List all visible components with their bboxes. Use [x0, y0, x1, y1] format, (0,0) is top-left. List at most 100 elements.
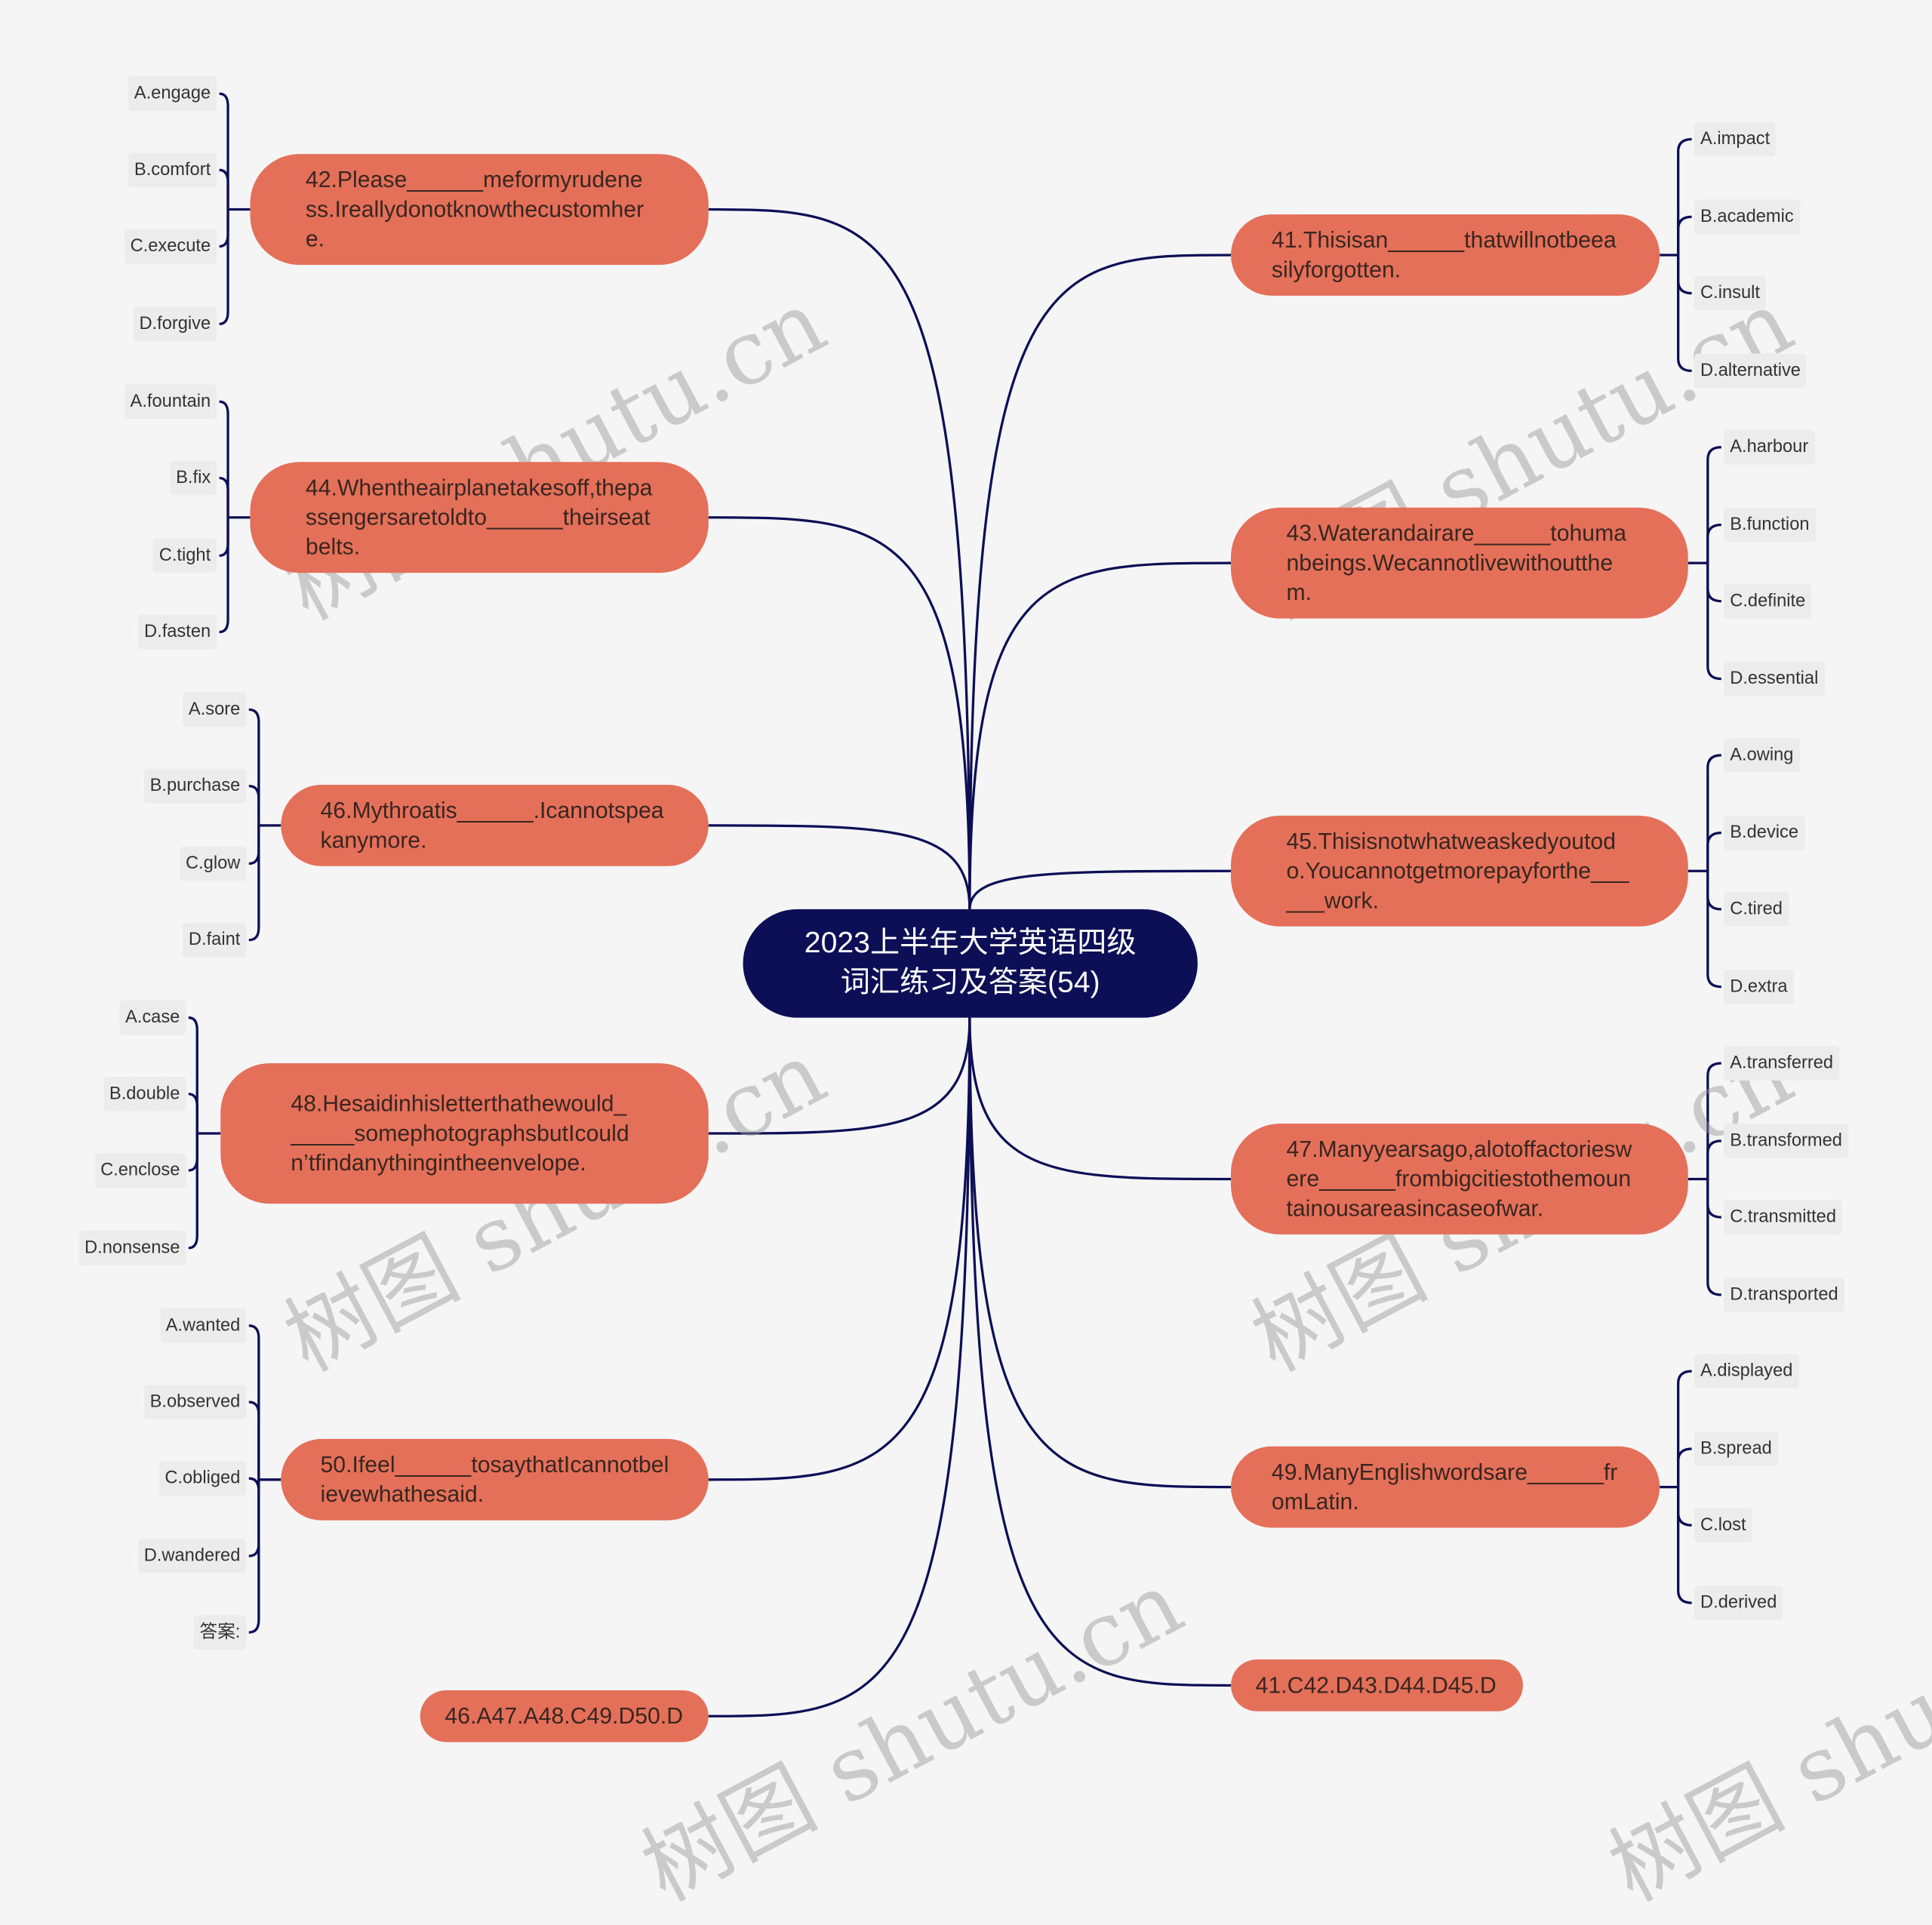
option-label[interactable]: D.faint: [182, 922, 247, 958]
central-topic[interactable]: 2023上半年大学英语四级词汇练习及答案(54): [743, 909, 1198, 1018]
connector-line: [1706, 446, 1721, 564]
question-text: 44.Whentheairplanetakesoff,thepassengers…: [305, 474, 653, 560]
question-node[interactable]: 43.Waterandairare______tohumanbeings.Wec…: [1231, 507, 1688, 619]
option-label[interactable]: C.tight: [152, 538, 217, 574]
connector-line: [188, 1093, 198, 1134]
question-node[interactable]: 41.Thisisan______thatwillnotbeeasilyforg…: [1231, 214, 1660, 296]
connector-line: [219, 517, 229, 557]
option-label[interactable]: C.definite: [1724, 583, 1812, 619]
option-label[interactable]: A.case: [118, 1000, 186, 1035]
question-text: 41.C42.D43.D44.D45.D: [1255, 1671, 1497, 1698]
question-node[interactable]: 46.Mythroatis______.Icannotspeakanymore.: [281, 784, 709, 866]
option-label[interactable]: B.comfort: [128, 152, 217, 188]
question-text: 47.Manyyearsago,alotoffactorieswere_____…: [1286, 1136, 1632, 1221]
connector-line: [1706, 563, 1721, 681]
option-label[interactable]: C.enclose: [94, 1153, 186, 1188]
connector-line: [188, 1016, 198, 1134]
option-label[interactable]: B.device: [1724, 815, 1805, 850]
option-label[interactable]: C.tired: [1724, 892, 1789, 927]
option-label[interactable]: A.engage: [128, 76, 217, 111]
connector-line: [1706, 754, 1721, 872]
option-label[interactable]: A.sore: [182, 692, 247, 727]
connector-line: [968, 1017, 1232, 1687]
question-node[interactable]: 49.ManyEnglishwordsare______fromLatin.: [1231, 1446, 1660, 1528]
option-label[interactable]: B.observed: [143, 1385, 247, 1419]
connector-line: [248, 825, 260, 866]
option-label[interactable]: B.spread: [1694, 1431, 1778, 1466]
connector-line: [248, 784, 260, 826]
connector-line: [1706, 1139, 1721, 1179]
connector-line: [188, 1133, 198, 1250]
question-text: 46.Mythroatis______.Icannotspeakanymore.: [320, 797, 664, 853]
connector-line: [1706, 871, 1721, 911]
connector-line: [1677, 1370, 1692, 1487]
option-label[interactable]: A.impact: [1694, 121, 1777, 157]
option-label[interactable]: 答案:: [193, 1615, 247, 1650]
option-label[interactable]: B.double: [103, 1076, 186, 1112]
connector-line: [248, 1479, 260, 1558]
option-label[interactable]: B.transformed: [1724, 1123, 1849, 1158]
option-label[interactable]: D.alternative: [1694, 353, 1807, 389]
option-label[interactable]: D.essential: [1724, 661, 1825, 697]
connector-line: [1706, 1179, 1721, 1296]
option-label[interactable]: A.harbour: [1724, 429, 1815, 465]
question-text: 43.Waterandairare______tohumanbeings.Wec…: [1286, 519, 1627, 605]
question-text: 42.Please______meformyrudeness.Ireallydo…: [305, 166, 645, 252]
connector-line: [1677, 1447, 1692, 1487]
question-text: 49.ManyEnglishwordsare______fromLatin.: [1271, 1459, 1618, 1514]
option-label[interactable]: B.academic: [1694, 199, 1800, 235]
option-label[interactable]: C.insult: [1694, 275, 1767, 311]
connector-line: [1706, 832, 1721, 872]
option-label[interactable]: D.nonsense: [78, 1231, 186, 1265]
option-label[interactable]: C.glow: [179, 846, 247, 881]
connector-line: [708, 1017, 971, 1717]
option-label[interactable]: B.function: [1724, 507, 1816, 543]
option-label[interactable]: B.purchase: [143, 768, 247, 804]
option-label[interactable]: C.execute: [124, 229, 217, 264]
connector-line: [968, 1017, 1232, 1181]
option-label[interactable]: A.owing: [1724, 737, 1800, 773]
connector-line: [708, 208, 971, 909]
question-node[interactable]: 44.Whentheairplanetakesoff,thepassengers…: [250, 462, 709, 574]
connector-line: [968, 1017, 1232, 1489]
connector-line: [248, 1479, 260, 1634]
option-label[interactable]: B.fix: [169, 460, 217, 496]
connector-line: [219, 400, 229, 518]
option-label[interactable]: D.transported: [1724, 1278, 1844, 1312]
question-node[interactable]: 41.C42.D43.D44.D45.D: [1231, 1659, 1523, 1711]
question-node[interactable]: 48.Hesaidinhisletterthathewould______som…: [220, 1062, 709, 1204]
option-label[interactable]: D.wandered: [137, 1539, 247, 1573]
option-label[interactable]: D.fasten: [137, 614, 217, 650]
connector-line: [219, 209, 229, 248]
option-label[interactable]: D.derived: [1694, 1585, 1783, 1620]
option-label[interactable]: A.wanted: [159, 1308, 247, 1343]
connector-line: [708, 1017, 971, 1481]
question-node[interactable]: 46.A47.A48.C49.D50.D: [420, 1690, 709, 1742]
question-text: 48.Hesaidinhisletterthathewould______som…: [291, 1090, 629, 1176]
connector-line: [708, 1017, 971, 1135]
option-label[interactable]: C.transmitted: [1724, 1200, 1843, 1235]
connector-line: [1677, 1487, 1692, 1527]
connector-line: [248, 1324, 260, 1480]
connector-line: [219, 517, 229, 634]
connector-lines: [188, 92, 1721, 1717]
option-label[interactable]: D.extra: [1724, 969, 1794, 1004]
option-label[interactable]: D.forgive: [133, 306, 217, 342]
option-label[interactable]: A.transferred: [1724, 1046, 1840, 1081]
question-node[interactable]: 50.Ifeel______tosaythatIcannotbelievewha…: [281, 1438, 709, 1521]
connector-line: [219, 92, 229, 210]
connector-line: [219, 476, 229, 518]
question-node[interactable]: 47.Manyyearsago,alotoffactorieswere_____…: [1231, 1123, 1688, 1235]
connector-line: [219, 168, 229, 210]
option-label[interactable]: C.lost: [1694, 1508, 1752, 1543]
connector-line: [248, 1401, 260, 1480]
connector-line: [708, 824, 971, 909]
connector-line: [1677, 254, 1692, 295]
connector-line: [219, 209, 229, 326]
option-label[interactable]: A.displayed: [1694, 1354, 1799, 1388]
question-node[interactable]: 42.Please______meformyrudeness.Ireallydo…: [250, 154, 709, 266]
option-label[interactable]: C.obliged: [158, 1461, 247, 1496]
question-node[interactable]: 45.Thisisnotwhatweaskedyoutodo.Youcannot…: [1231, 815, 1688, 927]
option-label[interactable]: A.fountain: [124, 384, 217, 420]
